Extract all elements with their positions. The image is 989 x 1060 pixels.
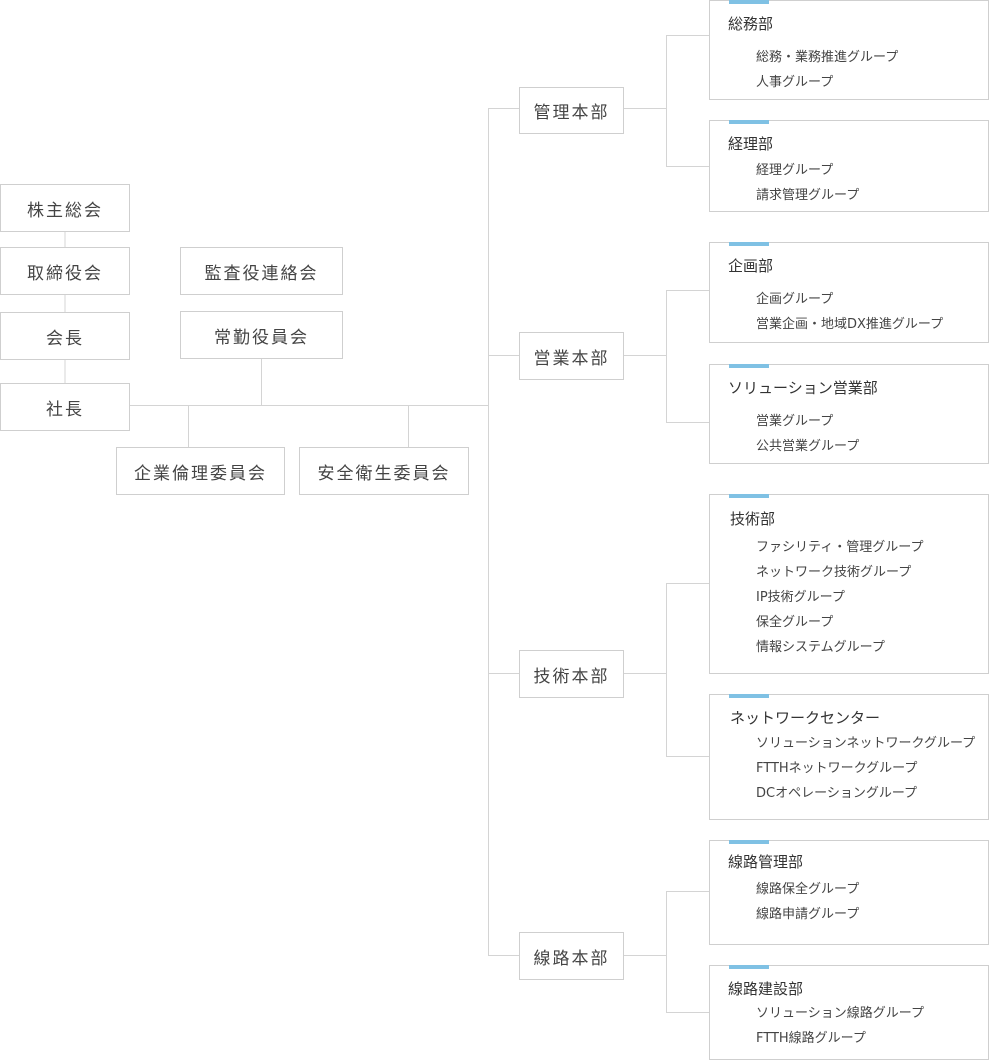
group-item: 営業企画・地域DX推進グループ xyxy=(756,317,944,332)
group-item: 営業グループ xyxy=(756,414,834,429)
president-box: 社長 xyxy=(0,383,130,431)
dept-line-construction: 線路建設部 ソリューション線路グループ FTTH線路グループ xyxy=(709,965,989,1060)
safety-committee-box: 安全衛生委員会 xyxy=(299,447,469,495)
dept-title: 経理部 xyxy=(728,135,774,153)
division-sales-box: 営業本部 xyxy=(519,332,624,380)
accent-bar xyxy=(729,840,769,844)
chairman-box: 会長 xyxy=(0,312,130,360)
group-item: 総務・業務推進グループ xyxy=(756,50,899,65)
group-item: ソリューション線路グループ xyxy=(756,1006,924,1021)
group-item: 公共営業グループ xyxy=(756,439,860,454)
dept-title: 線路建設部 xyxy=(728,980,804,998)
group-item: ファシリティ・管理グループ xyxy=(756,540,924,555)
ethics-committee-box: 企業倫理委員会 xyxy=(116,447,285,495)
division-admin-box: 管理本部 xyxy=(519,87,624,134)
group-list: 営業グループ 公共営業グループ xyxy=(756,409,859,459)
dept-title: 技術部 xyxy=(730,510,776,528)
group-item: 線路保全グループ xyxy=(756,882,860,897)
dept-title: 線路管理部 xyxy=(728,853,804,871)
audit-liaison-box: 監査役連絡会 xyxy=(180,247,343,295)
accent-bar xyxy=(729,120,769,124)
group-item: ネットワーク技術グループ xyxy=(756,565,912,580)
shareholders-meeting-box: 株主総会 xyxy=(0,184,130,232)
dept-line-management: 線路管理部 線路保全グループ 線路申請グループ xyxy=(709,840,989,945)
group-item: DCオペレーショングループ xyxy=(756,786,918,801)
group-item: IP技術グループ xyxy=(756,590,845,605)
board-of-directors-box: 取締役会 xyxy=(0,247,130,295)
group-item: 線路申請グループ xyxy=(756,907,860,922)
group-list: 企画グループ 営業企画・地域DX推進グループ xyxy=(756,287,943,337)
accent-bar xyxy=(729,364,769,368)
group-list: ファシリティ・管理グループ ネットワーク技術グループ IP技術グループ 保全グル… xyxy=(756,535,923,660)
group-item: 情報システムグループ xyxy=(756,640,885,655)
division-lines-box: 線路本部 xyxy=(519,932,624,980)
group-item: 企画グループ xyxy=(756,292,834,307)
dept-accounting: 経理部 経理グループ 請求管理グループ xyxy=(709,120,989,212)
accent-bar xyxy=(729,965,769,969)
group-item: 保全グループ xyxy=(756,615,834,630)
dept-general-affairs: 総務部 総務・業務推進グループ 人事グループ xyxy=(709,0,989,100)
dept-technology: 技術部 ファシリティ・管理グループ ネットワーク技術グループ IP技術グループ … xyxy=(709,494,989,674)
group-list: ソリューションネットワークグループ FTTHネットワークグループ DCオペレーシ… xyxy=(756,731,975,806)
group-item: 人事グループ xyxy=(756,75,834,90)
dept-solution-sales: ソリューション営業部 営業グループ 公共営業グループ xyxy=(709,364,989,464)
accent-bar xyxy=(729,494,769,498)
accent-bar xyxy=(729,694,769,698)
group-item: 請求管理グループ xyxy=(756,188,860,203)
group-list: 線路保全グループ 線路申請グループ xyxy=(756,877,859,927)
dept-title: ネットワークセンター xyxy=(730,709,881,727)
division-engineering-box: 技術本部 xyxy=(519,650,624,698)
dept-planning: 企画部 企画グループ 営業企画・地域DX推進グループ xyxy=(709,242,989,343)
full-time-auditors-box: 常勤役員会 xyxy=(180,311,343,359)
group-list: 総務・業務推進グループ 人事グループ xyxy=(756,45,898,95)
dept-title: ソリューション営業部 xyxy=(728,379,878,397)
accent-bar xyxy=(729,242,769,246)
group-item: FTTH線路グループ xyxy=(756,1031,866,1046)
dept-title: 総務部 xyxy=(728,15,774,33)
group-list: 経理グループ 請求管理グループ xyxy=(756,158,859,208)
group-list: ソリューション線路グループ FTTH線路グループ xyxy=(756,1001,924,1051)
accent-bar xyxy=(729,0,769,4)
dept-title: 企画部 xyxy=(728,257,774,275)
group-item: FTTHネットワークグループ xyxy=(756,761,918,776)
dept-network-center: ネットワークセンター ソリューションネットワークグループ FTTHネットワークグ… xyxy=(709,694,989,820)
group-item: 経理グループ xyxy=(756,163,834,178)
group-item: ソリューションネットワークグループ xyxy=(756,736,976,751)
